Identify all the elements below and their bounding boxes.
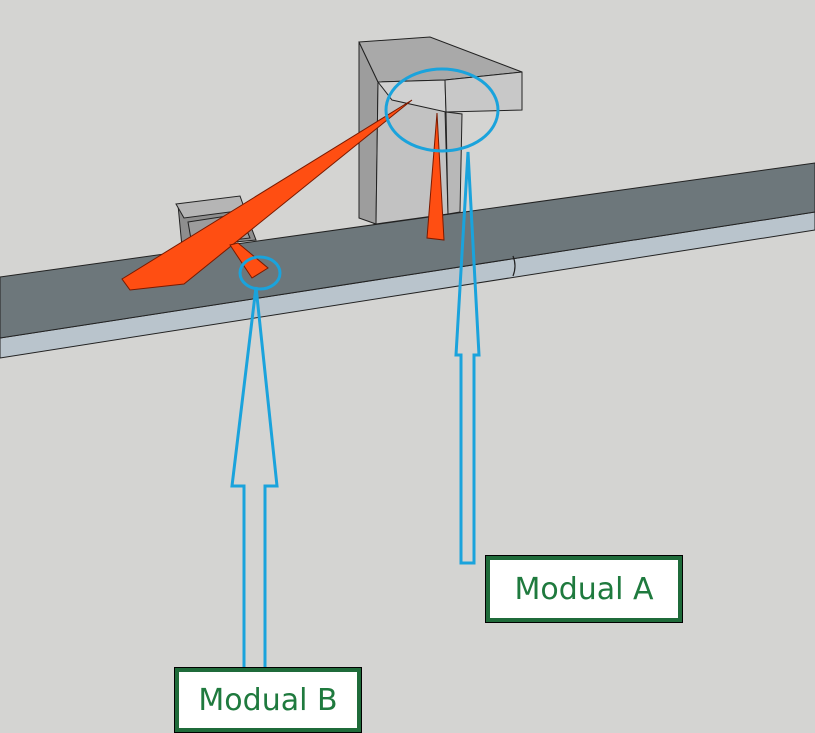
beam-top-face [0,162,815,339]
modual-a-label: Modual A [485,555,683,623]
callout-a-circle [384,67,500,153]
callout-b-arrow [230,286,279,672]
beam-seam [512,255,516,277]
large-box-lower-front [445,111,463,215]
callout-a-arrow [454,151,481,565]
modual-b-text: Modual B [198,682,338,718]
orange-cone-vertical [426,112,445,241]
callout-b-circle [238,255,282,291]
modual-b-label: Modual B [174,667,362,733]
beam [0,162,815,359]
large-box-arm-end [444,71,523,113]
callout-a [384,67,500,565]
orange-beam-long [121,99,413,291]
modual-a-text: Modual A [514,571,654,607]
